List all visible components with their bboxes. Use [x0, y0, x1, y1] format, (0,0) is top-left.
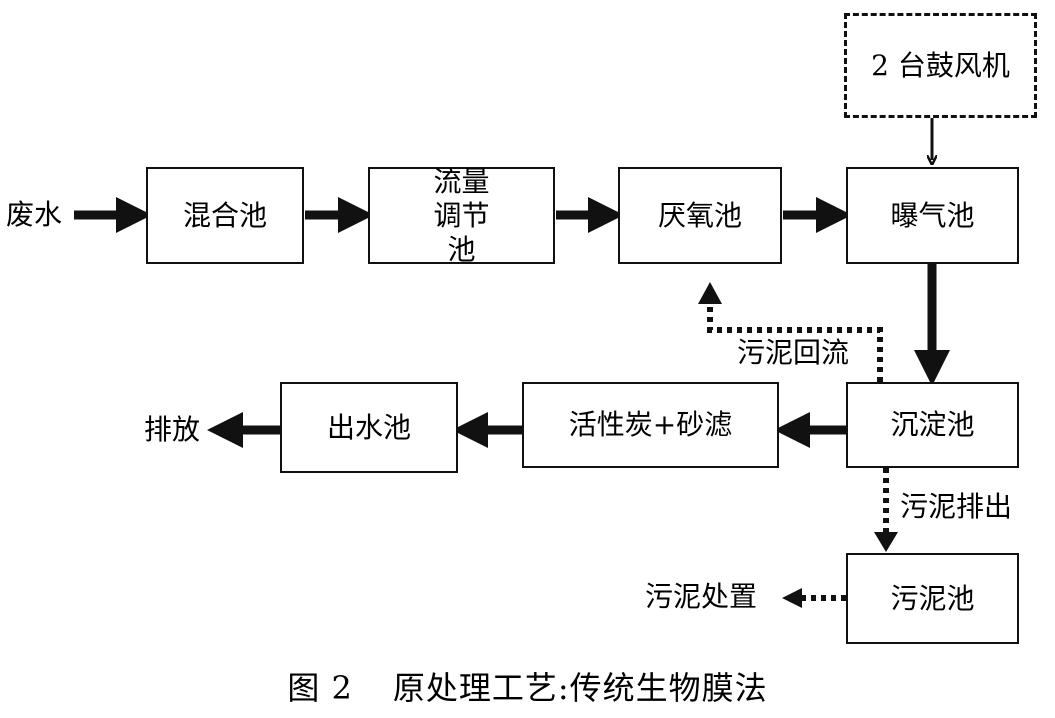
filter-label: 活性炭+砂滤 — [568, 408, 733, 441]
figure-caption: 图 2 原处理工艺:传统生物膜法 — [0, 668, 1055, 708]
sludge-tank-box: 污泥池 — [846, 553, 1019, 644]
aeration-tank-box: 曝气池 — [846, 167, 1019, 264]
anaerobic-tank-label: 厌氧池 — [657, 198, 742, 232]
figure-number: 图 2 — [287, 669, 353, 707]
equalization-tank-label: 流量调节池 — [433, 164, 490, 266]
blower-label: 2 台鼓风机 — [871, 48, 1010, 82]
sludge-tank-label: 污泥池 — [890, 581, 975, 615]
mixing-tank-label: 混合池 — [182, 198, 267, 232]
sludge-return-label: 污泥回流 — [737, 336, 850, 369]
figure-title: 原处理工艺:传统生物膜法 — [392, 669, 768, 707]
aeration-tank-label: 曝气池 — [890, 198, 975, 232]
filter-box: 活性炭+砂滤 — [522, 382, 779, 468]
arrow-sludge-return-head — [698, 282, 722, 304]
sludge-out-label: 污泥排出 — [900, 490, 1013, 523]
blower-box: 2 台鼓风机 — [844, 13, 1037, 118]
discharge-label: 排放 — [144, 413, 201, 446]
anaerobic-tank-box: 厌氧池 — [618, 167, 782, 264]
arrow-sludge-out-head — [874, 532, 898, 552]
wastewater-label: 废水 — [6, 198, 63, 231]
mixing-tank-box: 混合池 — [146, 167, 304, 264]
effluent-tank-label: 出水池 — [326, 410, 411, 444]
sedimentation-tank-label: 沉淀池 — [890, 408, 975, 441]
sedimentation-tank-box: 沉淀池 — [846, 382, 1019, 468]
equalization-tank-box: 流量调节池 — [368, 164, 555, 266]
effluent-tank-box: 出水池 — [280, 382, 458, 473]
arrow-sludge-disposal-head — [782, 588, 802, 608]
sludge-disposal-label: 污泥处置 — [645, 580, 758, 613]
